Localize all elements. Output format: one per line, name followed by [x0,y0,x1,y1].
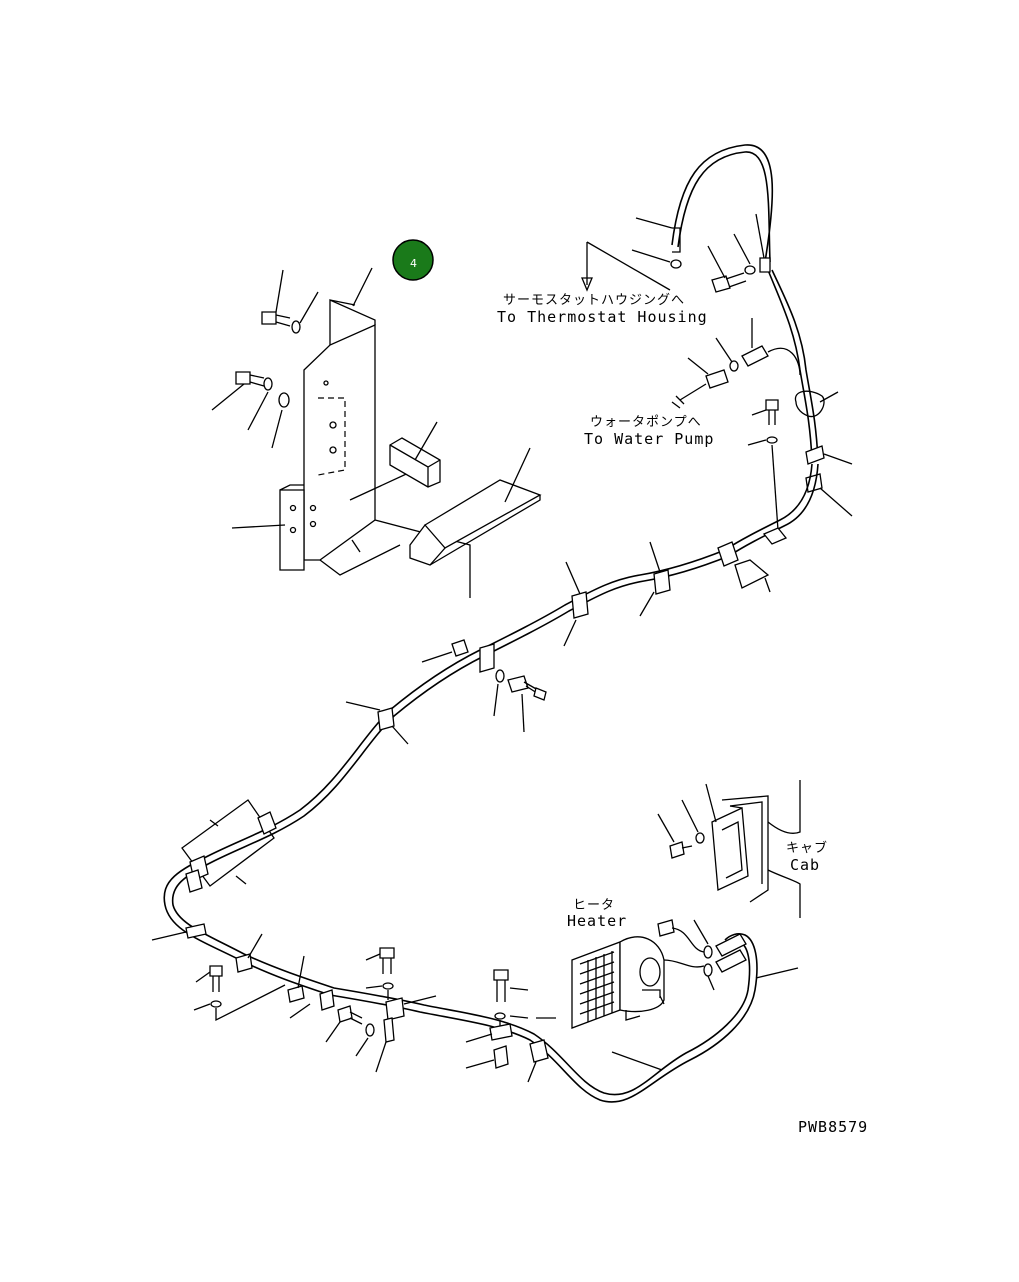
callout-badge[interactable]: 4 [392,239,434,281]
thermostat-hose [581,144,819,461]
thermostat-label-jp: サーモスタットハウジングへ [503,293,685,308]
water-pump-label-en: To Water Pump [584,430,714,448]
heater-unit [571,919,747,1029]
water-pump-label-jp: ウォータポンプへ [590,415,702,430]
drawing-code: PWB8579 [798,1118,868,1136]
bracket-assembly [211,267,542,598]
badge-number: 4 [410,257,417,270]
heater-label-en: Heater [567,912,627,930]
cab-label-en: Cab [790,856,820,874]
main-hose [151,541,799,1103]
cab-cover-plate [657,780,801,918]
heater-label-jp: ヒータ [573,898,615,913]
thermostat-label-en: To Thermostat Housing [497,308,708,326]
water-pump-fittings [671,318,853,557]
cab-label-jp: キャブ [786,840,828,856]
